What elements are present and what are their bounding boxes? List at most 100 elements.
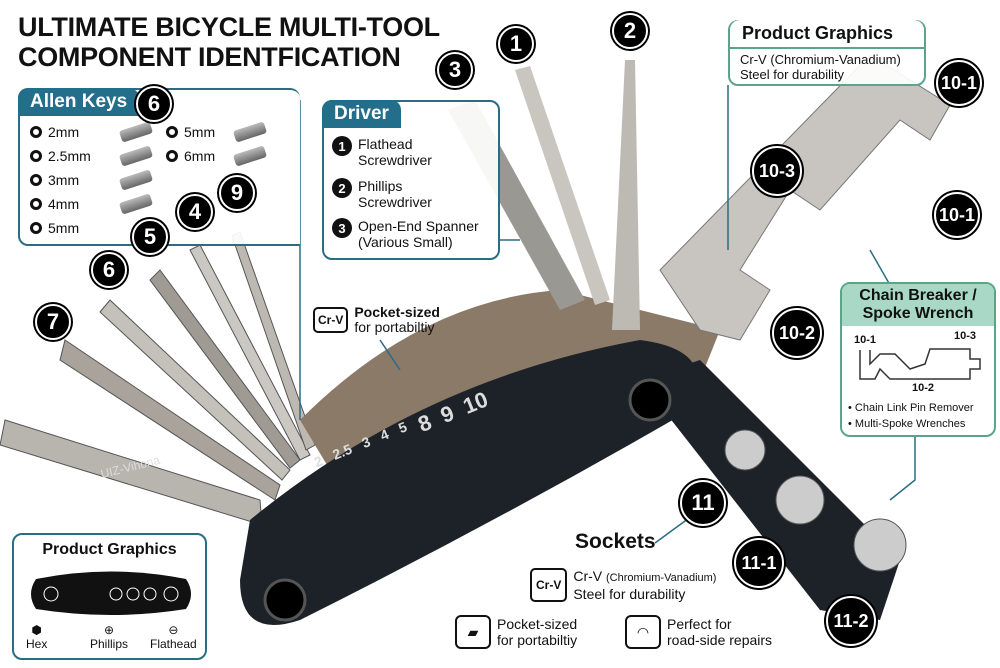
hex-icon xyxy=(30,174,42,186)
title-line: COMPONENT IDENTFICATION xyxy=(18,42,401,72)
socket-arm xyxy=(640,360,900,620)
hex-icon xyxy=(30,198,42,210)
crv-note: Cr-V Cr-V (Chromium-Vanadium)Steel for d… xyxy=(530,568,716,602)
phillips-icon: ⊕ xyxy=(103,623,115,637)
legend-phillips: ⊕Phillips xyxy=(90,623,128,651)
panel-header: Product Graphics xyxy=(730,20,924,49)
legend-label: Hex xyxy=(26,637,48,651)
note-line: Cr-V (Chromium-Vanadium) xyxy=(740,52,901,67)
mark: 8 xyxy=(414,409,436,438)
bullet: • Chain Link Pin Remover xyxy=(848,402,974,414)
size-label: 2mm xyxy=(48,124,80,140)
hex-rod-icon xyxy=(118,121,154,143)
legend-hex: ⬢Hex xyxy=(26,623,47,651)
bullet-text: Multi-Spoke Wrenches xyxy=(854,418,966,430)
size-label: 4mm xyxy=(48,196,80,212)
size-row: 5mm xyxy=(30,220,79,236)
allen-key-arms xyxy=(0,231,316,526)
badge-4: 4 xyxy=(177,194,213,230)
size-row: 2mm xyxy=(30,121,154,143)
size-row: 5mm xyxy=(166,121,268,143)
badge-allen: 6 xyxy=(136,86,172,122)
product-graphics-top-panel: Product Graphics Cr-V (Chromium-Vanadium… xyxy=(728,20,926,86)
pivot-bolt xyxy=(263,578,307,622)
hex-rod-icon xyxy=(118,169,154,191)
note-line: Pocket-sized xyxy=(497,616,578,632)
header-line: Chain Breaker / xyxy=(859,287,977,304)
chain-breaker-diagram xyxy=(859,348,981,380)
panel-header: Chain Breaker / Spoke Wrench xyxy=(842,284,994,326)
product-graphics-bottom-panel: Product Graphics ⬢Hex ⊕Phillips ⊖Flathea… xyxy=(12,533,207,660)
item-label: (Various Small) xyxy=(358,234,453,250)
badge-7: 7 xyxy=(35,304,71,340)
badge-9: 9 xyxy=(219,175,255,211)
badge-10-1: 10-1 xyxy=(934,192,980,238)
chain-breaker-plate xyxy=(659,54,951,341)
legend-label: Phillips xyxy=(90,637,129,651)
mark: 4 xyxy=(377,425,391,444)
tool-body xyxy=(240,340,699,625)
badge-5: 5 xyxy=(132,219,168,255)
hex-icon xyxy=(30,150,42,162)
note-line: Steel for durability xyxy=(573,586,686,602)
item-label: Phillips xyxy=(358,178,403,194)
hex-rod-icon xyxy=(232,121,268,143)
size-row: 3mm xyxy=(30,169,154,191)
chain-breaker-panel: Chain Breaker / Spoke Wrench 10-1 10-3 1… xyxy=(840,282,996,437)
pivot-bolt xyxy=(628,378,672,422)
hex-icon xyxy=(166,126,178,138)
note-line: for portabiltiy xyxy=(497,632,578,648)
size-label: 5mm xyxy=(48,220,80,236)
size-label: 2.5mm xyxy=(48,148,91,164)
badge-11: 11 xyxy=(680,480,726,526)
badge-6: 6 xyxy=(91,252,127,288)
number-icon: 2 xyxy=(332,178,352,198)
title-line: ULTIMATE BICYCLE MULTI-TOOL xyxy=(18,12,440,42)
size-label: 6mm xyxy=(184,148,216,164)
note-line: Pocket-sized xyxy=(354,304,440,320)
label-10-1: 10-1 xyxy=(854,334,877,346)
panel-header: Driver xyxy=(322,100,401,128)
size-label: 5mm xyxy=(184,124,216,140)
sockets xyxy=(724,429,907,572)
page-title: ULTIMATE BICYCLE MULTI-TOOL COMPONENT ID… xyxy=(18,12,440,72)
size-row: 4mm xyxy=(30,193,154,215)
mark: 9 xyxy=(436,400,458,428)
number-icon: 1 xyxy=(332,136,352,156)
tool-outline-graphic xyxy=(31,571,191,615)
label-10-3: 10-3 xyxy=(954,330,977,342)
item-label: Screwdriver xyxy=(358,194,432,210)
hex-rod-icon xyxy=(232,145,268,167)
legend-label: Flathead xyxy=(150,637,197,651)
badge-11-1: 11-1 xyxy=(734,538,784,588)
bullet: • Multi-Spoke Wrenches xyxy=(848,418,966,430)
usb-stick-icon: ▰ xyxy=(455,615,491,649)
note-line: for portabiltiy xyxy=(354,319,435,335)
hex-rod-icon xyxy=(118,145,154,167)
header-line: Spoke Wrench xyxy=(862,305,974,322)
hex-icon xyxy=(30,126,42,138)
badge-3: 3 xyxy=(437,52,473,88)
hex-icon xyxy=(166,150,178,162)
crv-icon: Cr-V xyxy=(530,568,568,602)
item-label: Flathead xyxy=(358,136,413,152)
badge-10-1-top: 10-1 xyxy=(936,60,982,106)
spanner-blade xyxy=(612,60,640,330)
size-row: 6mm xyxy=(166,145,268,167)
hex-rod-icon xyxy=(118,193,154,215)
speedometer-icon: ◠ xyxy=(625,615,661,649)
badge-10-3: 10-3 xyxy=(752,146,802,196)
legend-flathead: ⊖Flathead xyxy=(150,623,197,651)
item-label: Screwdriver xyxy=(358,152,432,168)
item-label: Open-End Spanner xyxy=(358,218,479,234)
hex-icon: ⬢ xyxy=(31,623,42,637)
size-label: 3mm xyxy=(48,172,80,188)
note-small: (Chromium-Vanadium) xyxy=(606,572,717,584)
